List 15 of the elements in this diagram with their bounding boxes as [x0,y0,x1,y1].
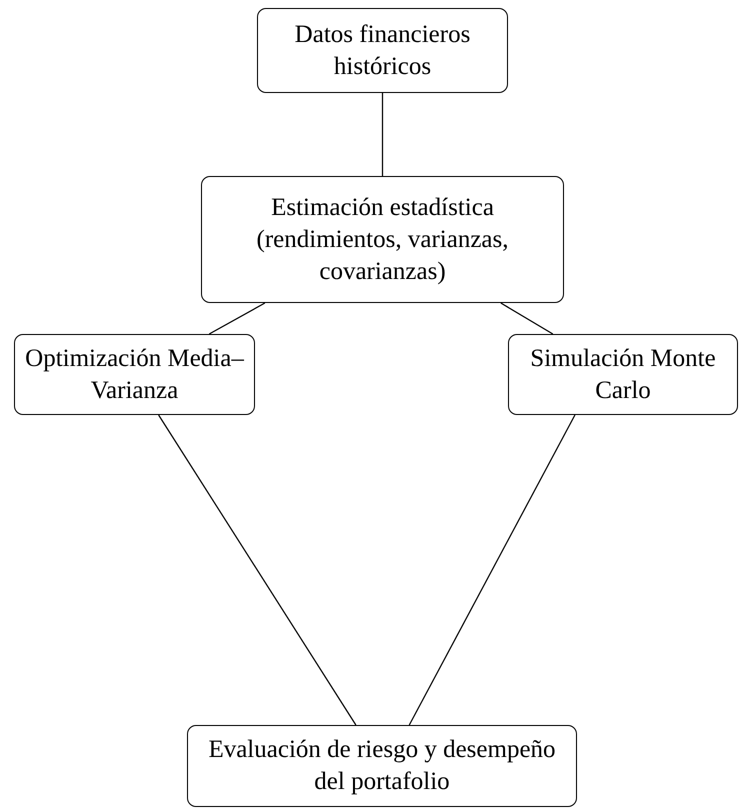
process-box [201,176,564,303]
connector-line [158,414,356,726]
process-box [508,334,738,415]
box-label: Optimización Media–Varianza [24,344,245,406]
process-box [187,725,577,807]
process-box [14,334,255,415]
box-label: Evaluación de riesgo y desempeño del portafolio [207,735,557,797]
connector-line [208,302,266,335]
process-box [257,8,508,93]
box-label: Estimación estadística (rendimientos, varianzas, covarianzas) [256,192,510,286]
connector-line [500,302,554,335]
connector-line [408,414,576,726]
connector-line [382,93,384,176]
box-label: Datos financieros históricos [294,20,472,82]
box-label: Simulación Monte Carlo [529,344,717,406]
